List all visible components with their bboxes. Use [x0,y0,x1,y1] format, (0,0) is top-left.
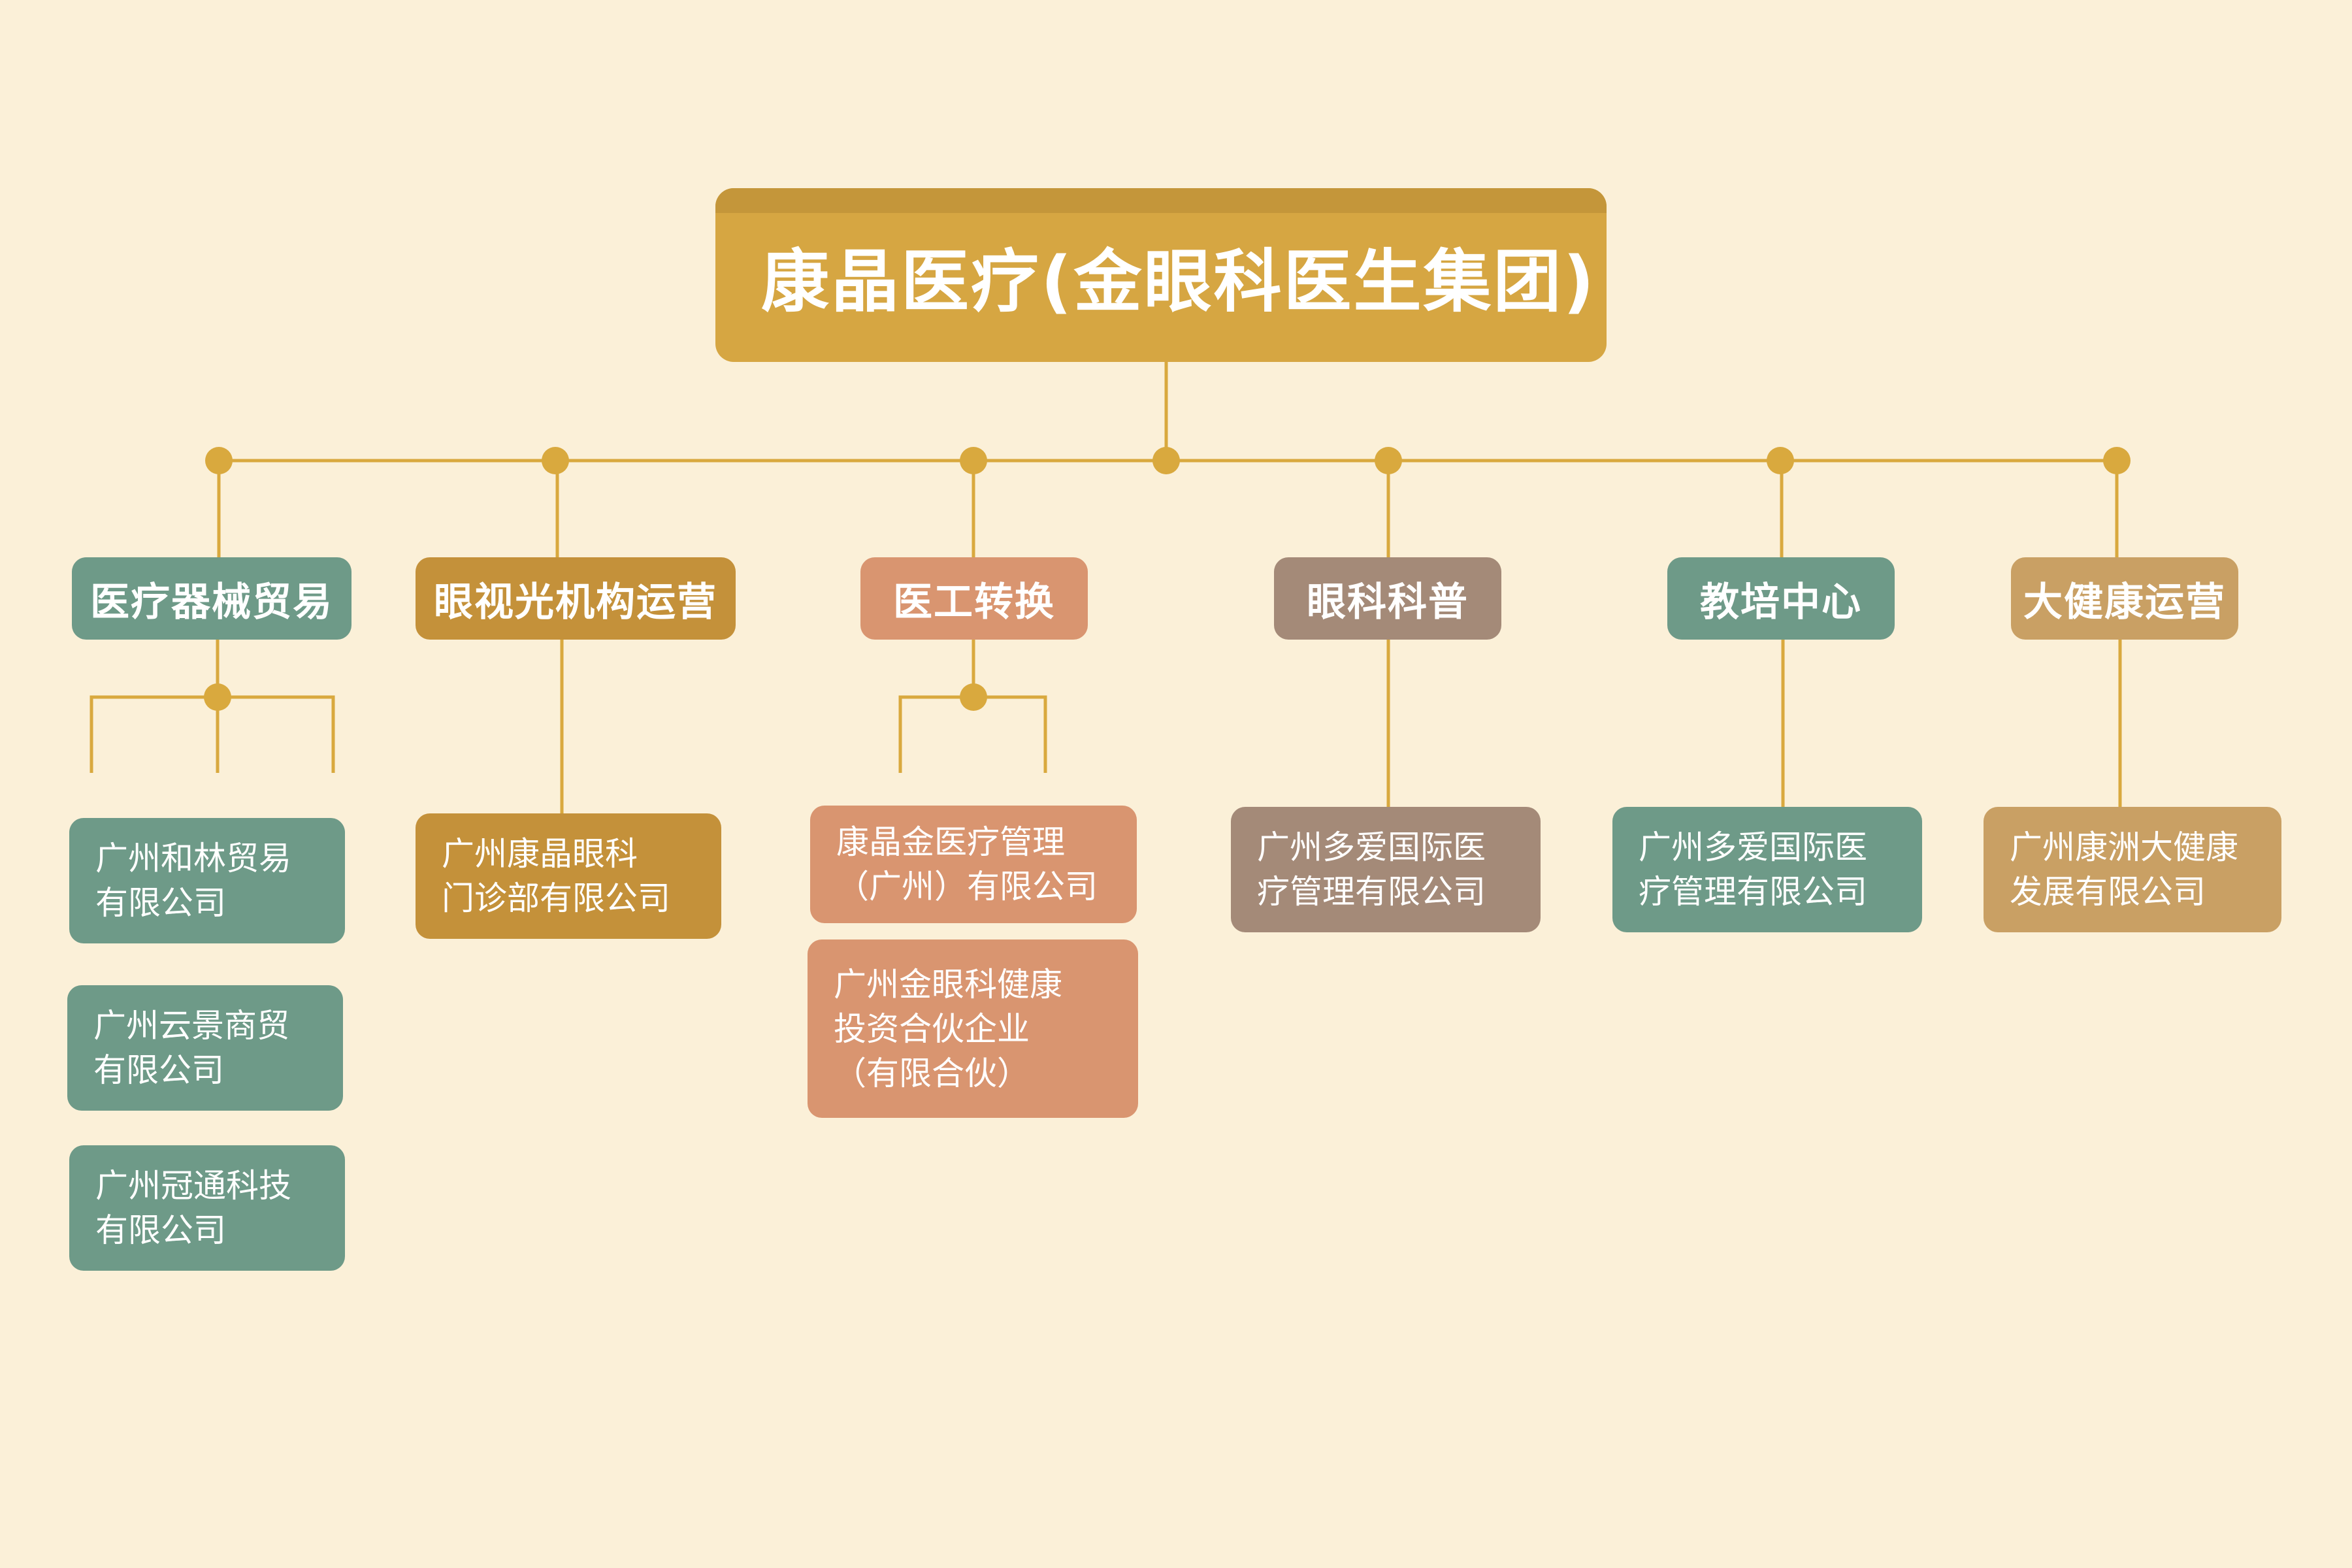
company-box: 广州云景商贸 有限公司 [67,985,343,1111]
category-ophthalmology-outreach: 眼科科普 [1274,557,1501,640]
bus-node-root [1152,447,1180,474]
root-top-band [715,188,1607,213]
root-label: 康晶医疗(金眼科医生集团) [761,241,1597,321]
root-node: 康晶医疗(金眼科医生集团) [715,188,1607,362]
company-box: 广州康洲大健康 发展有限公司 [1984,807,2281,932]
company-box: 广州多爱国际医 疗管理有限公司 [1612,807,1922,932]
category-health-operations: 大健康运营 [2011,557,2238,640]
cat2-bracket-node [960,683,987,711]
company-box: 广州和林贸易 有限公司 [69,818,345,943]
bus-node-3 [1375,447,1402,474]
bus-node-1 [542,447,569,474]
category-training-center: 教培中心 [1667,557,1895,640]
company-box: 广州康晶眼科 门诊部有限公司 [416,813,721,939]
cat0-bracket-node [204,683,231,711]
category-vision-clinic-operations: 眼视光机构运营 [416,557,736,640]
company-box: 广州冠通科技 有限公司 [69,1145,345,1271]
bus-node-0 [205,447,233,474]
category-medical-device-trade: 医疗器械贸易 [72,557,351,640]
bus-node-5 [2103,447,2131,474]
category-medical-engineering: 医工转换 [860,557,1088,640]
bus-node-2 [960,447,987,474]
bus-node-4 [1767,447,1794,474]
company-box: 广州金眼科健康 投资合伙企业 （有限合伙） [808,939,1138,1118]
company-box: 广州多爱国际医 疗管理有限公司 [1231,807,1541,932]
company-box: 康晶金医疗管理 （广州）有限公司 [810,806,1137,923]
